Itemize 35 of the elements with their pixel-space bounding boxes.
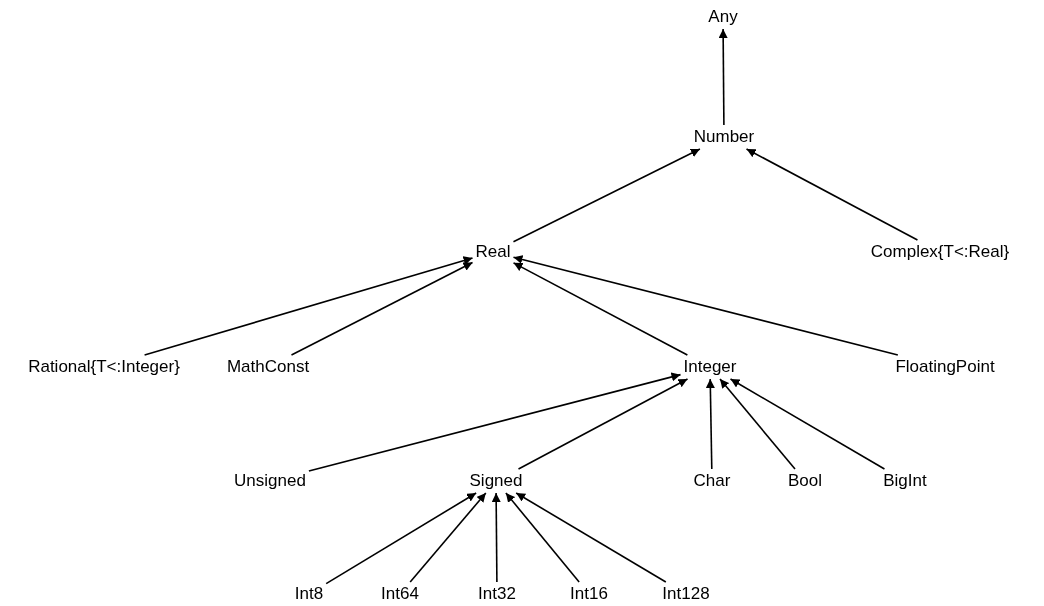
arrow xyxy=(512,255,899,356)
arrow xyxy=(308,372,682,472)
arrow xyxy=(515,492,667,583)
type-name: Int32 xyxy=(475,582,519,606)
type-name: Number xyxy=(690,125,758,149)
type-name: Int8 xyxy=(291,582,327,606)
arrow xyxy=(290,261,474,356)
type-name: Integer xyxy=(680,355,740,379)
type-name: Unsigned xyxy=(231,469,309,493)
type-name: Char xyxy=(690,469,734,493)
type-name: MathConst xyxy=(223,355,313,379)
type-name: BigInt xyxy=(880,469,930,493)
arrow xyxy=(745,148,919,241)
arrow xyxy=(143,256,474,356)
arrow xyxy=(505,492,580,583)
type-name: Complex{T<:Real} xyxy=(867,240,1013,264)
arrow xyxy=(512,148,701,243)
arrow xyxy=(512,262,689,356)
type-name: Bool xyxy=(785,469,825,493)
arrow xyxy=(719,378,796,470)
arrow xyxy=(325,492,477,585)
type-name: Signed xyxy=(466,469,526,493)
type-name: Int16 xyxy=(567,582,611,606)
arrow xyxy=(718,28,728,126)
type-name: Any xyxy=(705,5,741,29)
arrow xyxy=(409,492,487,583)
type-name: Int128 xyxy=(659,582,713,606)
arrow xyxy=(517,378,689,470)
arrow xyxy=(705,378,715,470)
type-name: FloatingPoint xyxy=(892,355,998,379)
arrow xyxy=(729,378,886,470)
type-name: Rational{T<:Integer} xyxy=(25,355,183,379)
type-name: Int64 xyxy=(378,582,422,606)
type-name: Real xyxy=(472,240,514,264)
arrow xyxy=(491,492,501,583)
